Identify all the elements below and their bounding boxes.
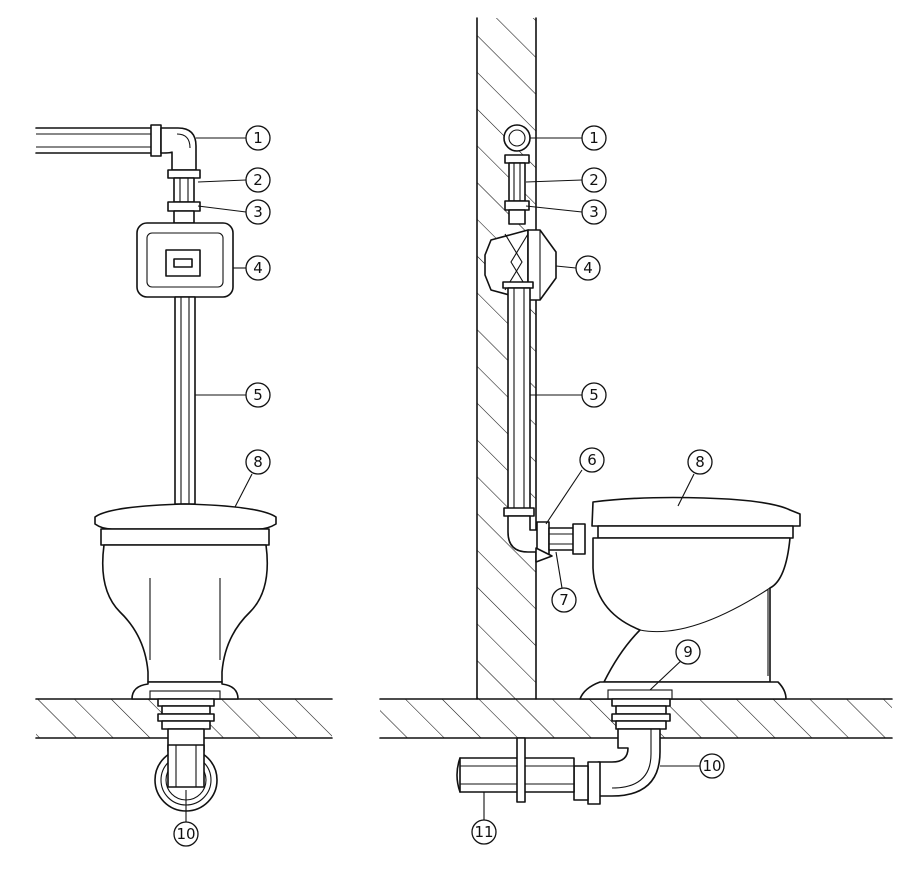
callout-front-3: 3 [245,199,271,225]
toilet-side [579,496,801,700]
callout-side-10: 10 [699,753,725,779]
valve-connector-front [167,169,201,224]
callout-front-8: 8 [245,449,271,475]
svg-text:4: 4 [583,259,593,277]
supply-pipe-horizontal [35,124,197,171]
valve-connector-side [504,154,530,225]
svg-text:10: 10 [176,825,195,843]
callout-side-2: 2 [581,167,607,193]
drain-trap-front [154,698,218,812]
callout-side-1: 1 [581,125,607,151]
side-view: 1 2 3 4 5 6 7 8 [379,17,893,845]
svg-text:7: 7 [559,591,569,609]
callout-side-5: 5 [581,382,607,408]
svg-text:5: 5 [253,386,263,404]
svg-text:5: 5 [589,386,599,404]
front-view: 1 2 3 4 5 8 10 [35,124,333,847]
callout-side-4: 4 [575,255,601,281]
callout-side-9: 9 [675,639,701,665]
svg-text:6: 6 [587,451,597,469]
callout-side-8: 8 [687,449,713,475]
callout-side-7: 7 [551,587,577,613]
svg-text:2: 2 [589,171,599,189]
callout-front-1: 1 [245,125,271,151]
svg-text:3: 3 [589,203,599,221]
callout-front-2: 2 [245,167,271,193]
svg-text:10: 10 [702,757,721,775]
svg-text:2: 2 [253,171,263,189]
callout-front-10: 10 [173,821,199,847]
callout-side-3: 3 [581,199,607,225]
callout-side-6: 6 [579,447,605,473]
svg-text:9: 9 [683,643,693,661]
svg-text:1: 1 [589,129,599,147]
svg-text:3: 3 [253,203,263,221]
callout-front-4: 4 [245,255,271,281]
drain-side [456,698,671,805]
flush-valve-body-side [484,229,557,301]
callout-front-5: 5 [245,382,271,408]
supply-pipe-section [503,124,531,152]
svg-text:4: 4 [253,259,263,277]
svg-text:11: 11 [474,823,493,841]
svg-text:8: 8 [253,453,263,471]
callout-side-11: 11 [471,819,497,845]
svg-text:1: 1 [253,129,263,147]
flush-valve-box-front [136,222,234,298]
flush-pipe-front [174,296,196,505]
svg-text:8: 8 [695,453,705,471]
toilet-front [94,503,277,700]
flush-pipe-side [503,287,586,563]
